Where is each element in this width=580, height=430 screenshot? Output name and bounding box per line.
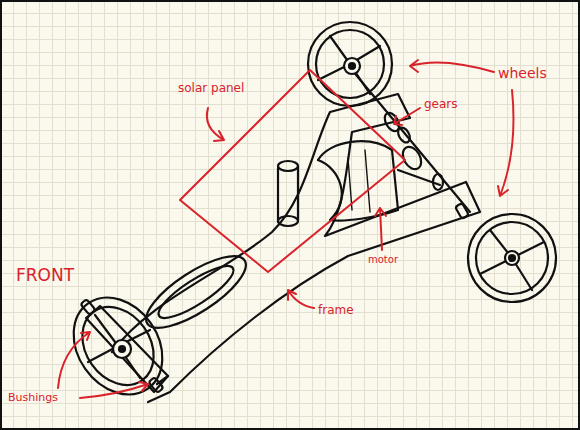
solar-panel-outline <box>180 70 405 272</box>
rear-hub <box>344 58 360 74</box>
annotations <box>58 60 514 398</box>
frame-arrow <box>288 290 314 308</box>
part-label: Bushings <box>8 392 58 404</box>
front-wheel <box>55 280 180 411</box>
seat-cutout <box>136 244 255 341</box>
car-drawing <box>55 22 556 412</box>
motor-arrow <box>375 208 386 250</box>
rear-wheel-top <box>308 22 392 106</box>
bushing <box>80 299 95 315</box>
part-label: gears <box>424 98 458 111</box>
part-label: wheels <box>498 66 547 81</box>
rear-hub <box>505 251 519 265</box>
part-label: solar panel <box>178 82 244 95</box>
solar-panel-arrow <box>207 108 224 141</box>
post-top <box>278 161 298 171</box>
gears-arrow <box>394 108 420 125</box>
motor-body <box>318 141 398 220</box>
post <box>278 166 298 222</box>
bushing-pin <box>157 376 168 384</box>
part-label: motor <box>368 254 398 265</box>
rear-wheel-right-rim <box>476 222 548 294</box>
bushings-arrow <box>80 382 148 398</box>
rear-hub-center <box>349 63 355 69</box>
rear-wheel-right-spokes <box>480 230 544 290</box>
part-label: frame <box>318 304 354 317</box>
rear-wheel-right <box>468 214 556 302</box>
motor-face <box>318 160 342 220</box>
wheels-arrow <box>498 90 514 196</box>
front-wheel-spokes <box>88 315 150 378</box>
front-axle-beam <box>86 306 168 392</box>
bushing <box>455 203 469 219</box>
front-wheel-rim <box>68 293 169 399</box>
rear-wheel-top-rim <box>316 30 384 98</box>
front-hub <box>113 340 131 358</box>
collar <box>433 174 443 190</box>
seat-inner <box>153 258 240 326</box>
front-hub-center <box>119 346 125 352</box>
post-bottom <box>278 216 298 226</box>
wheels-arrow <box>410 60 494 72</box>
bushings-arrow <box>58 332 90 388</box>
gear <box>396 126 413 145</box>
bushing <box>148 377 163 393</box>
front-marker: FRONT <box>16 266 74 285</box>
rear-hub-center <box>509 255 515 261</box>
